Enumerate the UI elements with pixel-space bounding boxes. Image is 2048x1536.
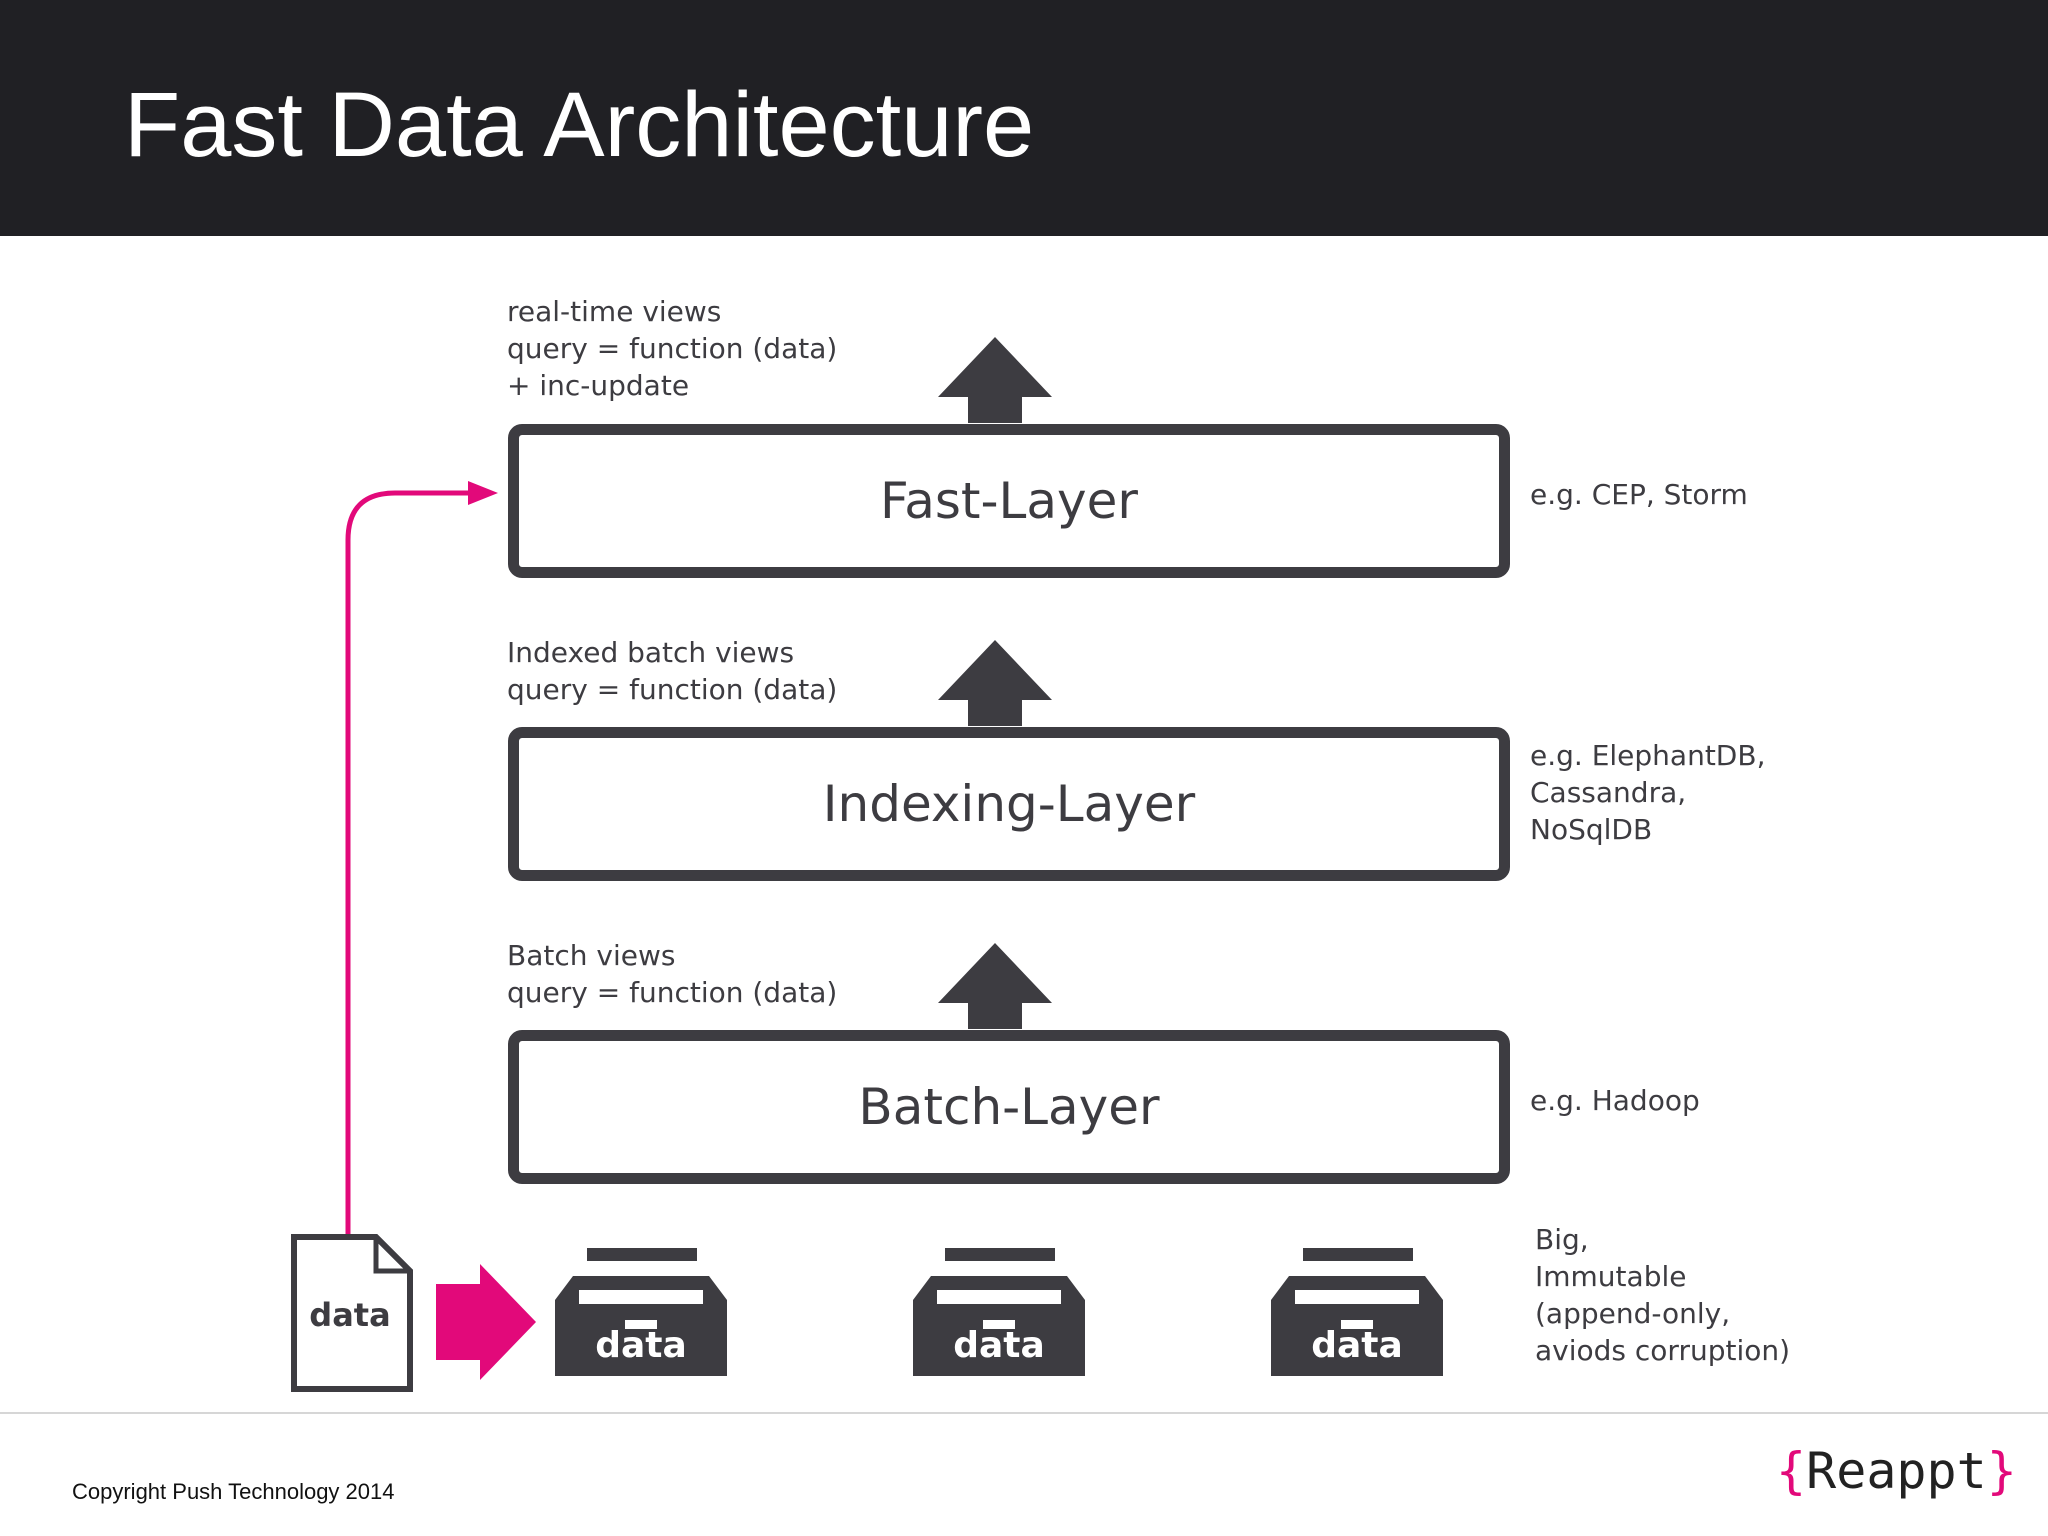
header-bar: Fast Data Architecture <box>0 0 2048 236</box>
indexing-layer-example-line: NoSqlDB <box>1530 813 1653 846</box>
data-store-note-line: Immutable <box>1535 1260 1687 1293</box>
data-store-note-line: (append-only, <box>1535 1297 1731 1330</box>
indexing-layer-box: Indexing-Layer <box>508 727 1510 881</box>
batch-layer-description: Batch views query = function (data) <box>507 937 837 1011</box>
copyright-text: Copyright Push Technology 2014 <box>72 1479 395 1504</box>
reappt-logo: {Reappt} <box>1776 1441 2017 1501</box>
data-store-notes: Big, Immutable (append-only, aviods corr… <box>1535 1221 1790 1369</box>
indexing-layer-example-line: e.g. ElephantDB, <box>1530 739 1766 772</box>
fast-layer-desc-line: + inc-update <box>507 369 690 402</box>
up-arrow-icon <box>938 337 1052 423</box>
fast-layer-examples: e.g. CEP, Storm <box>1530 476 1748 513</box>
slide-title: Fast Data Architecture <box>124 74 1035 176</box>
logo-close-brace: } <box>1986 1442 2017 1500</box>
up-arrow-icon <box>938 943 1052 1029</box>
indexing-layer-description: Indexed batch views query = function (da… <box>507 634 837 708</box>
data-store-note-line: Big, <box>1535 1223 1589 1256</box>
fast-layer-desc-line: query = function (data) <box>507 332 838 365</box>
bin-data-label: data <box>953 1325 1045 1366</box>
bin-data-label: data <box>595 1325 687 1366</box>
document-icon: data <box>290 1233 416 1393</box>
fast-layer-example-line: e.g. CEP, Storm <box>1530 478 1748 511</box>
batch-layer-examples: e.g. Hadoop <box>1530 1082 1700 1119</box>
batch-layer-desc-line: Batch views <box>507 939 676 972</box>
batch-layer-desc-line: query = function (data) <box>507 976 838 1009</box>
archive-box-icon: data <box>913 1248 1085 1376</box>
incoming-data-label: data <box>309 1296 391 1334</box>
up-arrow-icon <box>938 640 1052 726</box>
indexing-layer-label: Indexing-Layer <box>822 775 1196 833</box>
archive-box-icon: data <box>1271 1248 1443 1376</box>
ingest-arrow-icon <box>436 1264 536 1380</box>
batch-layer-example-line: e.g. Hadoop <box>1530 1084 1700 1117</box>
indexing-layer-desc-line: query = function (data) <box>507 673 838 706</box>
fast-layer-description: real-time views query = function (data) … <box>507 293 837 404</box>
batch-layer-label: Batch-Layer <box>858 1078 1160 1136</box>
fast-layer-desc-line: real-time views <box>507 295 722 328</box>
fast-layer-label: Fast-Layer <box>880 472 1138 530</box>
fast-layer-box: Fast-Layer <box>508 424 1510 578</box>
indexing-layer-desc-line: Indexed batch views <box>507 636 795 669</box>
footer-divider <box>0 1412 2048 1414</box>
logo-open-brace: { <box>1776 1442 1807 1500</box>
batch-layer-box: Batch-Layer <box>508 1030 1510 1184</box>
archive-box-icon: data <box>555 1248 727 1376</box>
logo-text: Reappt <box>1806 1442 1987 1500</box>
bin-data-label: data <box>1311 1325 1403 1366</box>
connector-arrowhead-icon <box>468 481 498 505</box>
indexing-layer-examples: e.g. ElephantDB, Cassandra, NoSqlDB <box>1530 737 1765 848</box>
indexing-layer-example-line: Cassandra, <box>1530 776 1687 809</box>
data-store-note-line: aviods corruption) <box>1535 1334 1791 1367</box>
